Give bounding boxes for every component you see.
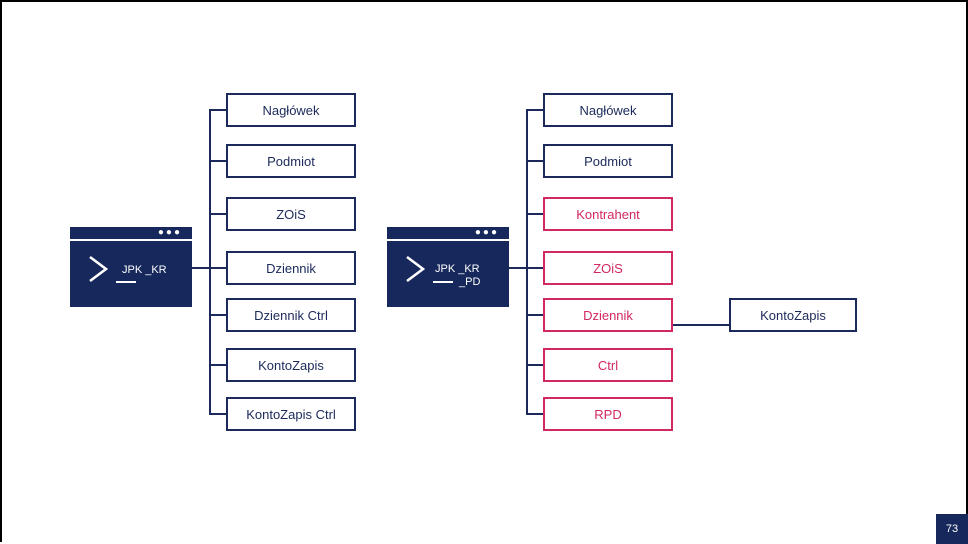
terminal-label-line1: JPK _KR [122,264,167,276]
right-branch [526,364,544,366]
left-root-connector [192,267,210,269]
terminal-node-jpk-kr-pd: ●●● JPK _KR _PD [387,227,509,307]
right-node-naglowek: Nagłówek [543,93,673,127]
titlebar-divider [70,239,192,241]
terminal-cursor-line [433,281,453,283]
right-branch [526,267,544,269]
left-node-naglowek: Nagłówek [226,93,356,127]
terminal-cursor-line [116,281,136,283]
window-titlebar [387,227,509,239]
left-node-dziennik-ctrl: Dziennik Ctrl [226,298,356,332]
window-dots-icon: ●●● [474,227,499,238]
right-node-dziennik: Dziennik [543,298,673,332]
right-branch [526,314,544,316]
right-subnode-kontozapis: KontoZapis [729,298,857,332]
right-vertical-spine [526,109,528,415]
right-node-zois: ZOiS [543,251,673,285]
right-node-ctrl: Ctrl [543,348,673,382]
left-vertical-spine [209,109,211,415]
left-node-dziennik: Dziennik [226,251,356,285]
terminal-label-line2: _PD [459,276,481,288]
right-root-connector [509,267,527,269]
left-branch [209,413,227,415]
right-node-kontrahent: Kontrahent [543,197,673,231]
right-branch [526,109,544,111]
right-branch [526,160,544,162]
left-branch [209,160,227,162]
left-branch [209,109,227,111]
titlebar-divider [387,239,509,241]
right-node-podmiot: Podmiot [543,144,673,178]
terminal-label-line1: JPK _KR [435,263,480,275]
right-branch [526,413,544,415]
window-dots-icon: ●●● [157,227,182,238]
terminal-body [387,241,509,307]
page-number: 73 [936,514,968,544]
left-node-podmiot: Podmiot [226,144,356,178]
window-titlebar [70,227,192,239]
left-node-kontozapis-ctrl: KontoZapis Ctrl [226,397,356,431]
terminal-icon [406,256,425,282]
left-node-kontozapis: KontoZapis [226,348,356,382]
terminal-icon [89,256,108,282]
right-node-rpd: RPD [543,397,673,431]
terminal-node-jpk-kr: ●●● JPK _KR [70,227,192,307]
right-branch [526,213,544,215]
left-node-zois: ZOiS [226,197,356,231]
dziennik-to-kontozapis-connector [673,324,730,326]
left-branch [209,364,227,366]
left-branch [209,267,227,269]
left-branch [209,314,227,316]
terminal-body [70,241,192,307]
left-branch [209,213,227,215]
